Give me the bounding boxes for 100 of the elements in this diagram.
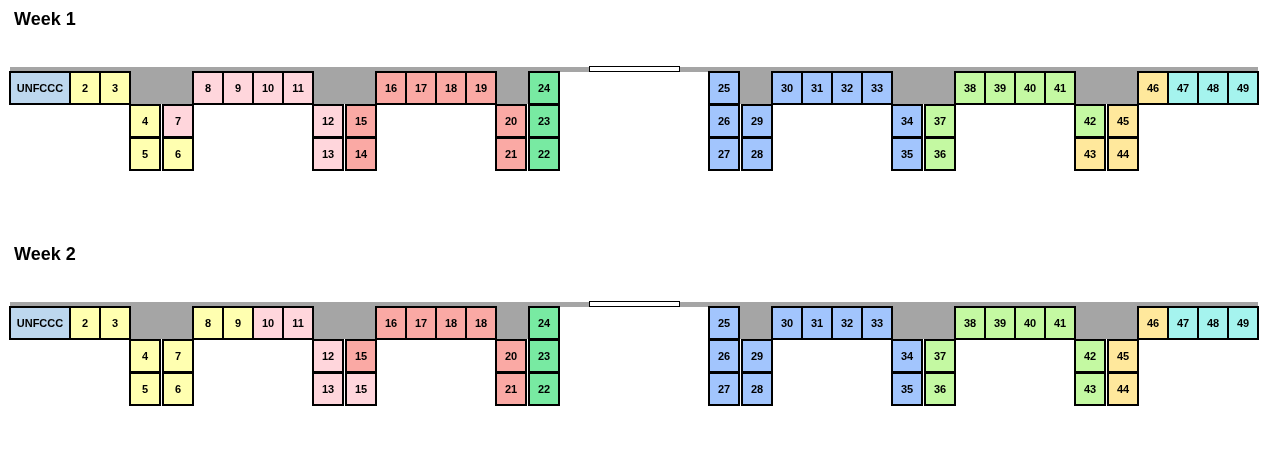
seat-box: 18 <box>435 306 467 340</box>
seat-box: 18 <box>435 71 467 105</box>
seat-box: 37 <box>924 104 956 138</box>
seat-box: 39 <box>984 71 1016 105</box>
seat-box: 13 <box>312 372 344 406</box>
seat-box: 20 <box>495 104 527 138</box>
seat-box: 42 <box>1074 104 1106 138</box>
seat-box: 28 <box>741 372 773 406</box>
seat-box: 6 <box>162 137 194 171</box>
seat-box: UNFCCC <box>9 306 71 340</box>
seat-box: 14 <box>345 137 377 171</box>
seat-box: 27 <box>708 372 740 406</box>
seat-box: 33 <box>861 71 893 105</box>
seat-box: 46 <box>1137 71 1169 105</box>
seat-box: 18 <box>465 306 497 340</box>
seat-box: 10 <box>252 306 284 340</box>
seat-box: 19 <box>465 71 497 105</box>
seat-box: 49 <box>1227 71 1259 105</box>
seat-box: 47 <box>1167 71 1199 105</box>
seat-box: 6 <box>162 372 194 406</box>
seat-box: 17 <box>405 71 437 105</box>
seat-box: UNFCCC <box>9 71 71 105</box>
seat-box: 23 <box>528 339 560 373</box>
seat-box: 16 <box>375 71 407 105</box>
seat-box: 12 <box>312 104 344 138</box>
seat-box: 26 <box>708 339 740 373</box>
seat-box: 2 <box>69 71 101 105</box>
seat-box: 42 <box>1074 339 1106 373</box>
seat-box: 7 <box>162 104 194 138</box>
seat-box: 36 <box>924 137 956 171</box>
seat-box: 21 <box>495 137 527 171</box>
seat-box: 35 <box>891 137 923 171</box>
seat-box: 23 <box>528 104 560 138</box>
seat-box: 29 <box>741 104 773 138</box>
seat-box: 48 <box>1197 71 1229 105</box>
seat-box: 15 <box>345 372 377 406</box>
seat-box: 17 <box>405 306 437 340</box>
seat-box: 2 <box>69 306 101 340</box>
seat-box: 36 <box>924 372 956 406</box>
seat-box: 22 <box>528 137 560 171</box>
seat-box: 27 <box>708 137 740 171</box>
seat-box: 15 <box>345 104 377 138</box>
seat-box: 25 <box>708 306 740 340</box>
seat-box: 41 <box>1044 306 1076 340</box>
seat-box: 39 <box>984 306 1016 340</box>
seat-box: 35 <box>891 372 923 406</box>
seat-box: 28 <box>741 137 773 171</box>
seat-box: 22 <box>528 372 560 406</box>
seat-box: 45 <box>1107 339 1139 373</box>
seat-box: 5 <box>129 137 161 171</box>
seat-box: 26 <box>708 104 740 138</box>
seat-box: 24 <box>528 71 560 105</box>
seat-box: 3 <box>99 306 131 340</box>
seat-box: 38 <box>954 306 986 340</box>
seat-box: 30 <box>771 71 803 105</box>
seat-box: 31 <box>801 71 833 105</box>
seat-box: 40 <box>1014 306 1046 340</box>
seat-box: 37 <box>924 339 956 373</box>
seat-box: 45 <box>1107 104 1139 138</box>
seat-box: 5 <box>129 372 161 406</box>
seat-box: 21 <box>495 372 527 406</box>
seat-box: 44 <box>1107 137 1139 171</box>
seat-box: 15 <box>345 339 377 373</box>
seat-box: 11 <box>282 71 314 105</box>
seat-box: 32 <box>831 306 863 340</box>
seat-box: 32 <box>831 71 863 105</box>
seat-box: 12 <box>312 339 344 373</box>
seat-box: 16 <box>375 306 407 340</box>
seat-box: 4 <box>129 339 161 373</box>
seat-box: 13 <box>312 137 344 171</box>
seat-box: 24 <box>528 306 560 340</box>
seat-box: 49 <box>1227 306 1259 340</box>
seat-box: 46 <box>1137 306 1169 340</box>
seat-box: 20 <box>495 339 527 373</box>
seat-box: 34 <box>891 104 923 138</box>
seat-box: 30 <box>771 306 803 340</box>
week-heading: Week 2 <box>14 245 76 263</box>
seat-box: 34 <box>891 339 923 373</box>
seat-box: 43 <box>1074 137 1106 171</box>
seat-box: 41 <box>1044 71 1076 105</box>
seat-box: 8 <box>192 71 224 105</box>
seat-box: 43 <box>1074 372 1106 406</box>
seat-box: 47 <box>1167 306 1199 340</box>
seat-box: 7 <box>162 339 194 373</box>
seat-box: 40 <box>1014 71 1046 105</box>
seat-box: 44 <box>1107 372 1139 406</box>
seat-box: 33 <box>861 306 893 340</box>
seat-box: 11 <box>282 306 314 340</box>
seat-box: 9 <box>222 71 254 105</box>
seat-box: 25 <box>708 71 740 105</box>
seat-box: 9 <box>222 306 254 340</box>
seat-box: 3 <box>99 71 131 105</box>
seat-box: 8 <box>192 306 224 340</box>
seat-box: 10 <box>252 71 284 105</box>
seat-box: 29 <box>741 339 773 373</box>
week-heading: Week 1 <box>14 10 76 28</box>
seat-box: 31 <box>801 306 833 340</box>
seat-box: 48 <box>1197 306 1229 340</box>
seat-box: 38 <box>954 71 986 105</box>
seat-box: 4 <box>129 104 161 138</box>
